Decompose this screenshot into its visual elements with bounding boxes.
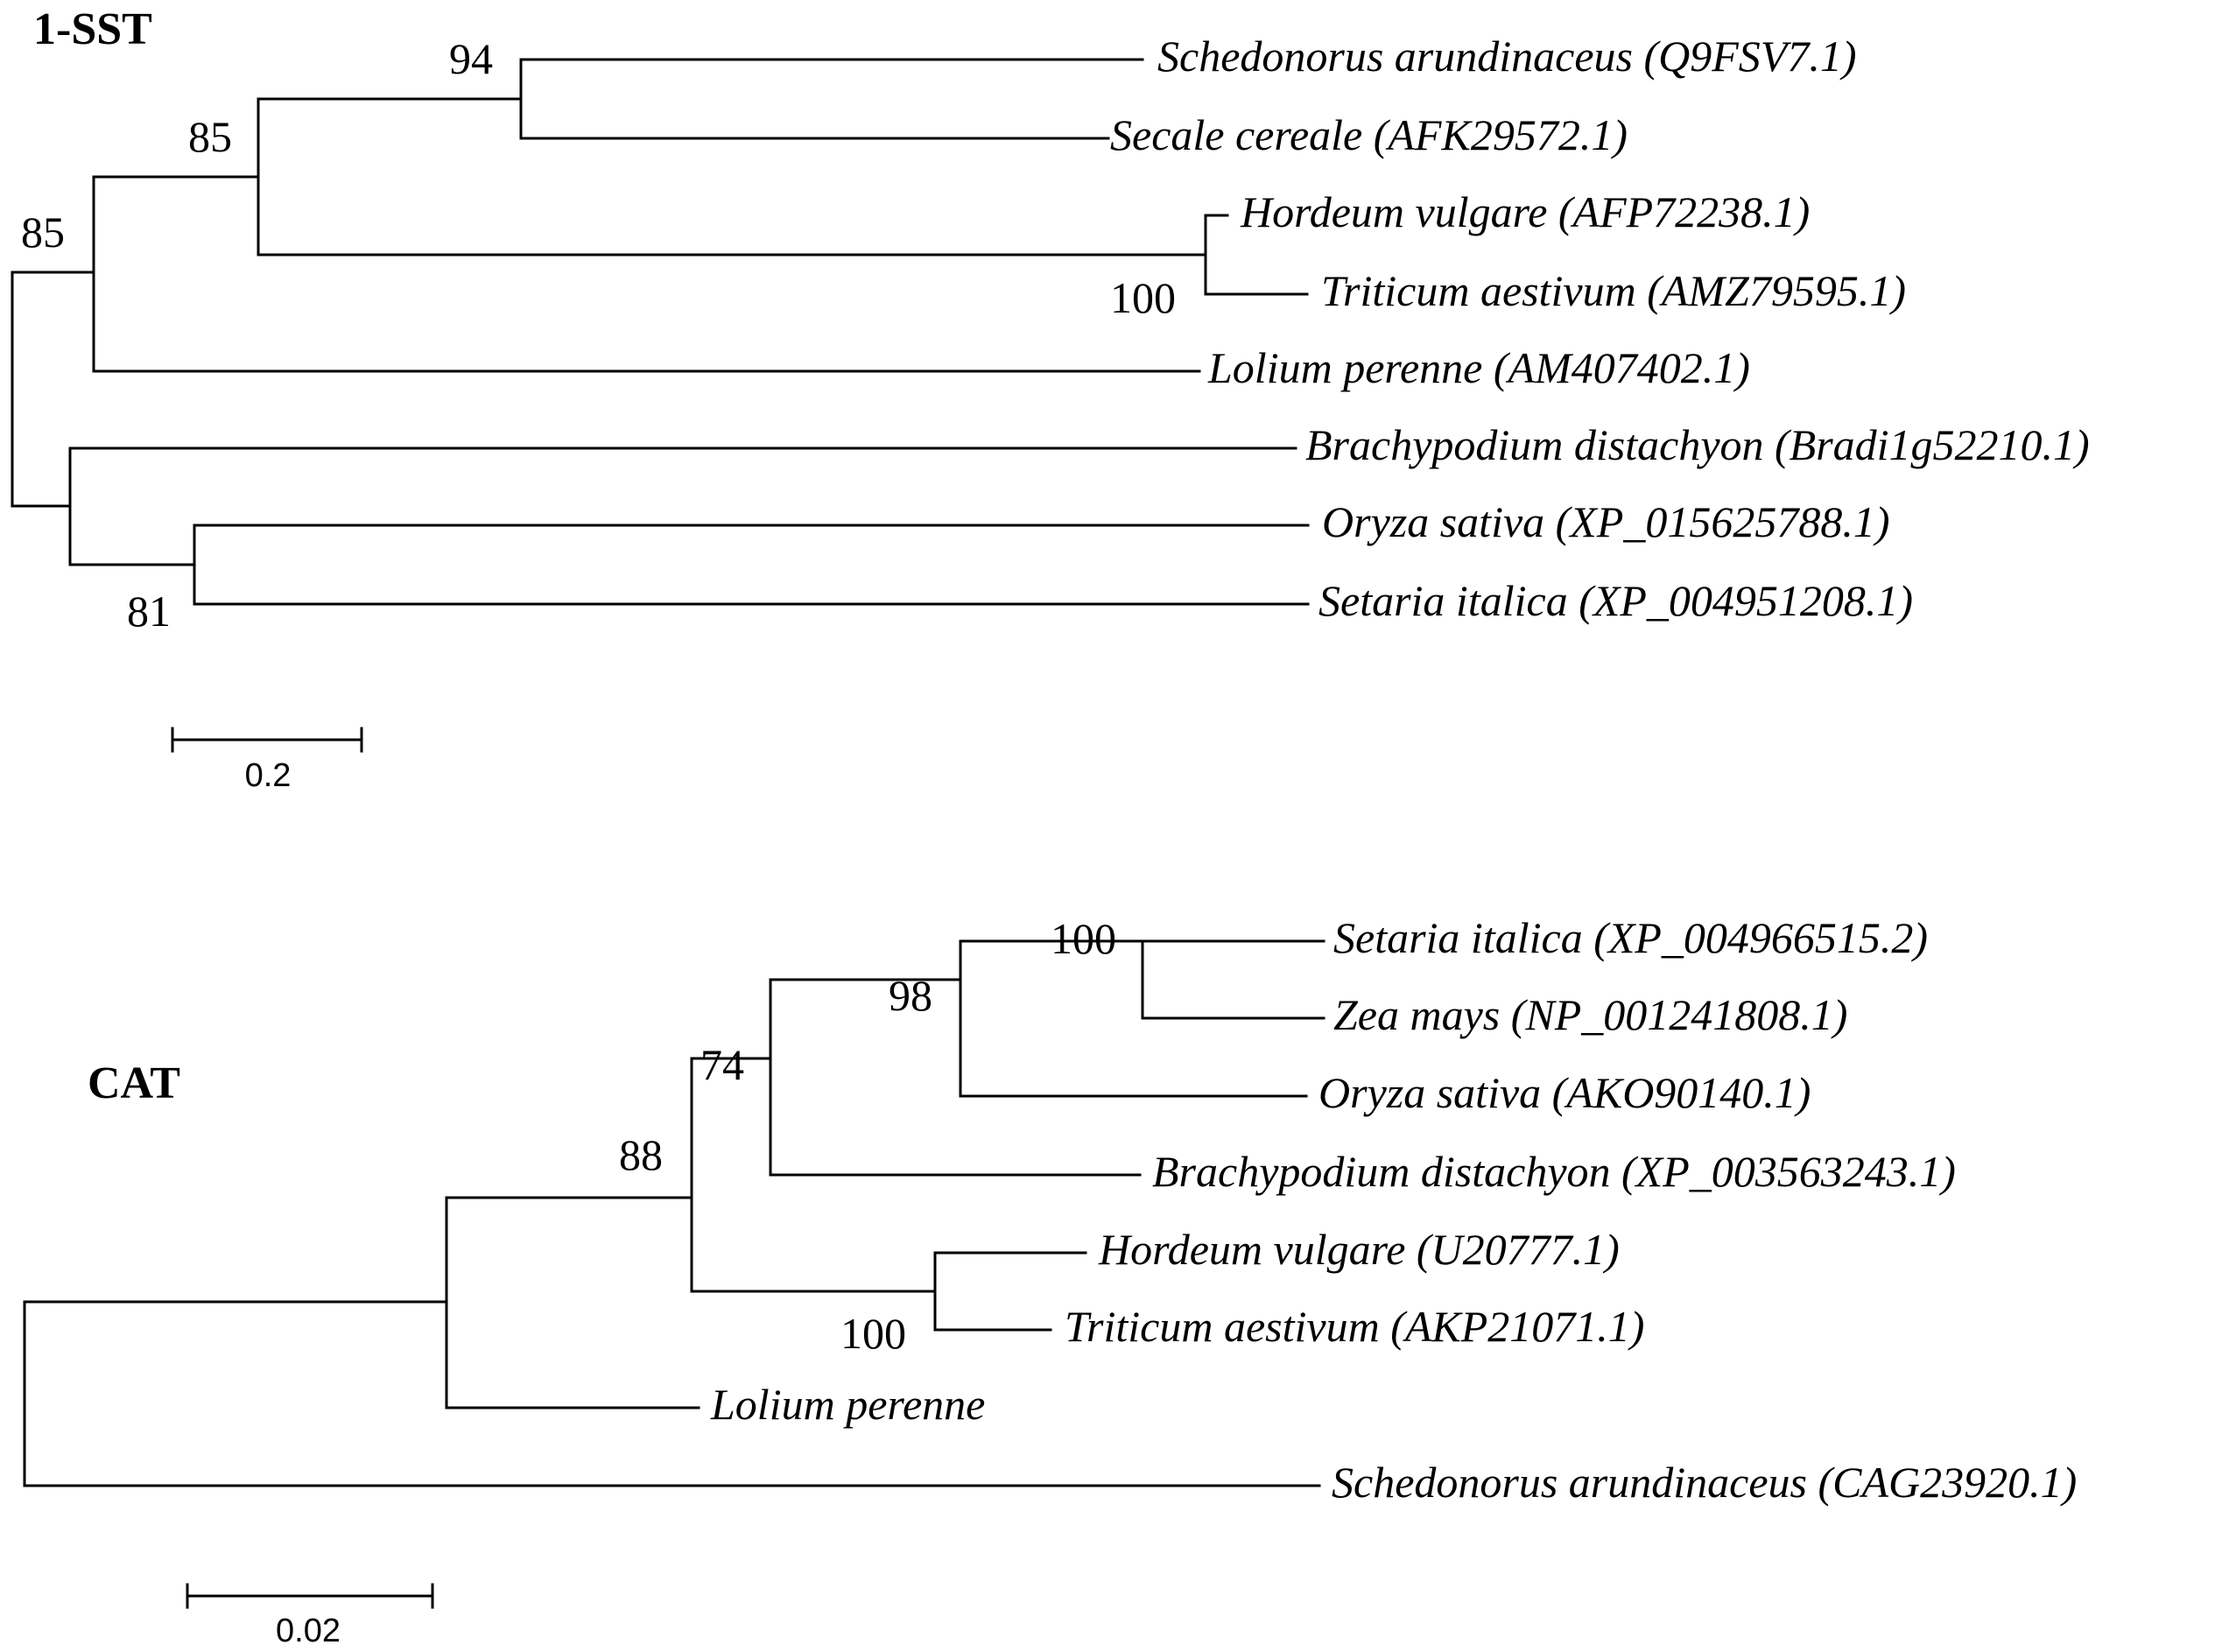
sst-scale-bar-label: 0.2 <box>245 757 292 794</box>
sst-support-root-clade: 85 <box>21 207 65 257</box>
sst-support-clade-c: 94 <box>449 34 493 83</box>
sst-support-clade-h: 81 <box>127 587 171 636</box>
cat-leaf-zea: Zea mays (NP_001241808.1) <box>1333 990 1847 1039</box>
cat-leaf-lolium: Lolium perenne <box>710 1380 985 1429</box>
cat-leaf-schedonorus: Schedonorus arundinaceus (CAG23920.1) <box>1332 1458 2077 1507</box>
cat-support-clade-d: 98 <box>889 971 932 1020</box>
cat-scale-bar: 0.02 <box>186 1583 434 1649</box>
cat-scale-bar-label: 0.02 <box>276 1613 341 1649</box>
sst-leaf-schedonorus: Schedonorus arundinaceus (Q9FSV7.1) <box>1157 32 1857 81</box>
sst-leaf-oryza: Oryza sativa (XP_015625788.1) <box>1322 497 1890 546</box>
cat-support-clade-b: 88 <box>619 1130 663 1179</box>
cat-support-clade-f: 100 <box>840 1309 906 1358</box>
sst-leaf-triticum: Triticum aestivum (AMZ79595.1) <box>1321 266 1906 315</box>
cat-leaf-brachypodium: Brachypodium distachyon (XP_003563243.1) <box>1152 1147 1956 1196</box>
cat-leaf-triticum: Triticum aestivum (AKP21071.1) <box>1065 1302 1644 1351</box>
cat-leaf-hordeum: Hordeum vulgare (U20777.1) <box>1098 1225 1620 1274</box>
cat-support-clade-e: 100 <box>1051 914 1116 963</box>
sst-support-clade-d: 100 <box>1110 273 1176 322</box>
sst-support-clade-b: 85 <box>188 112 232 161</box>
sst-leaf-lolium: Lolium perenne (AM407402.1) <box>1207 343 1750 392</box>
sst-leaf-hordeum: Hordeum vulgare (AFP72238.1) <box>1240 187 1810 236</box>
sst-leaf-brachypodium: Brachypodium distachyon (Bradi1g52210.1) <box>1305 420 2090 469</box>
tree-2-cat: CAT 88 74 98 100 100 Setaria italica (XP… <box>23 913 2077 1649</box>
sst-leaf-setaria: Setaria italica (XP_004951208.1) <box>1318 576 1913 625</box>
tree-1-sst: 1-SST 85 85 94 100 81 Schedonorus arundi… <box>11 4 2090 794</box>
sst-scale-bar: 0.2 <box>171 727 363 794</box>
tree-title-cat: CAT <box>88 1058 180 1108</box>
sst-leaf-secale: Secale cereale (AFK29572.1) <box>1110 110 1628 159</box>
cat-support-clade-c: 74 <box>700 1040 744 1089</box>
cat-leaf-oryza: Oryza sativa (AKO90140.1) <box>1318 1068 1811 1117</box>
tree-title-1-sst: 1-SST <box>33 4 152 54</box>
cat-leaf-setaria: Setaria italica (XP_004966515.2) <box>1333 913 1928 962</box>
